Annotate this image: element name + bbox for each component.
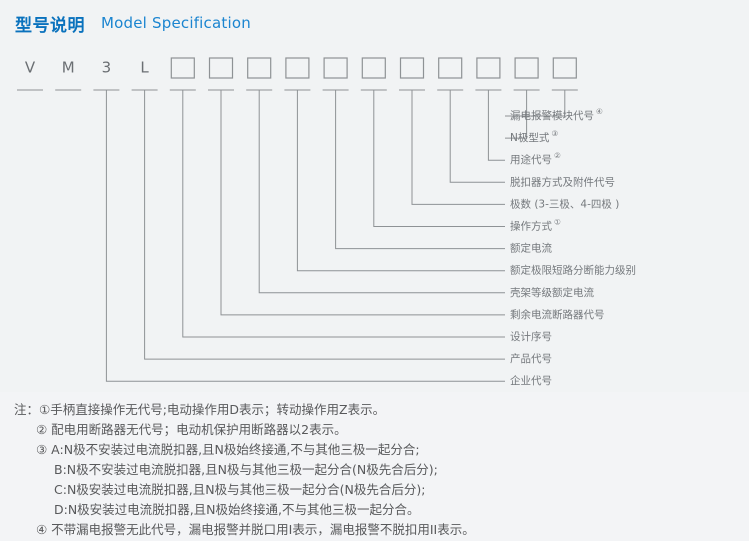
notes-list: 注：①手柄直接操作无代号;电动操作用D表示；转动操作用Z表示。 ② 配电用断路器无… (14, 400, 749, 540)
model-code-char: L (140, 59, 149, 77)
model-code-empty-box (208, 57, 234, 79)
diagram-label: 壳架等级额定电流 (510, 286, 594, 299)
model-code-row: V M 3 L (17, 57, 578, 91)
leader-line (449, 90, 505, 183)
page-header: 型号说明 Model Specification (0, 0, 749, 46)
diagram-label: 企业代号 (510, 374, 552, 387)
model-code-empty-box (247, 57, 272, 79)
label-superscript: ① (554, 218, 561, 227)
diagram-label: 额定电流 (510, 242, 552, 255)
leader-lines (105, 90, 566, 382)
leader-line (373, 90, 505, 227)
model-code-empty-box (438, 57, 463, 79)
note-line: ② 配电用断路器无代号；电动机保护用断路器以2表示。 (36, 422, 347, 437)
leader-line (296, 90, 505, 272)
diagram-label: 剩余电流断路器代号 (510, 308, 605, 321)
leader-line (105, 90, 505, 382)
model-code-empty-box (399, 57, 425, 79)
model-code-char: M (62, 59, 75, 77)
model-code-empty-box (476, 57, 501, 79)
leader-line (335, 90, 505, 250)
note-line: 注：①手柄直接操作无代号;电动操作用D表示；转动操作用Z表示。 (14, 402, 386, 417)
model-code-empty-box (323, 57, 348, 79)
note-line: D:N极安装过电流脱扣器,且N极始终接通,不与其他三极一起分合。 (54, 502, 420, 517)
diagram-label: 脱扣器方式及附件代号 (510, 175, 615, 188)
label-superscript: ④ (596, 107, 603, 116)
leader-line (505, 90, 566, 117)
note-line: B:N极不安装过电流脱扣器,且N极与其他三极一起分合(N极先合后分); (54, 462, 438, 477)
leader-line (144, 90, 505, 360)
model-code-empty-box (170, 57, 195, 79)
note-line: ③ A:N极不安装过电流脱扣器,且N极始终接通,不与其他三极一起分合; (36, 442, 420, 457)
note-line: ④ 不带漏电报警无此代号，漏电报警并脱口用I表示，漏电报警不脱扣用II表示。 (36, 522, 475, 537)
model-code-empty-box (361, 57, 386, 79)
page-title-cn: 型号说明 (15, 15, 85, 36)
diagram-label: 极数 (3-三极、4-四极 ) (510, 197, 619, 210)
leader-line (258, 90, 505, 294)
notes-section: 注：①手柄直接操作无代号;电动操作用D表示；转动操作用Z表示。 ② 配电用断路器无… (0, 392, 749, 541)
leader-line (487, 90, 505, 161)
label-superscript: ③ (551, 129, 558, 138)
note-line: C:N极安装过电流脱扣器,且N极与其他三极一起分合(N极先合后分); (54, 482, 426, 497)
leader-line (182, 90, 505, 338)
diagram-label: 额定极限短路分断能力级别 (510, 264, 636, 277)
page-title-en: Model Specification (101, 14, 251, 32)
leader-line (411, 90, 505, 205)
model-code-char: 3 (102, 59, 112, 77)
model-code-empty-box (285, 57, 310, 79)
diagram-label: 设计序号 (510, 330, 552, 343)
model-code-empty-box (552, 57, 577, 79)
model-code-char: V (25, 59, 36, 77)
diagram-label: 产品代号 (510, 352, 552, 365)
leader-line (220, 90, 505, 316)
leader-line (505, 90, 528, 139)
label-superscript: ② (554, 151, 561, 160)
model-code-empty-box (514, 57, 539, 79)
